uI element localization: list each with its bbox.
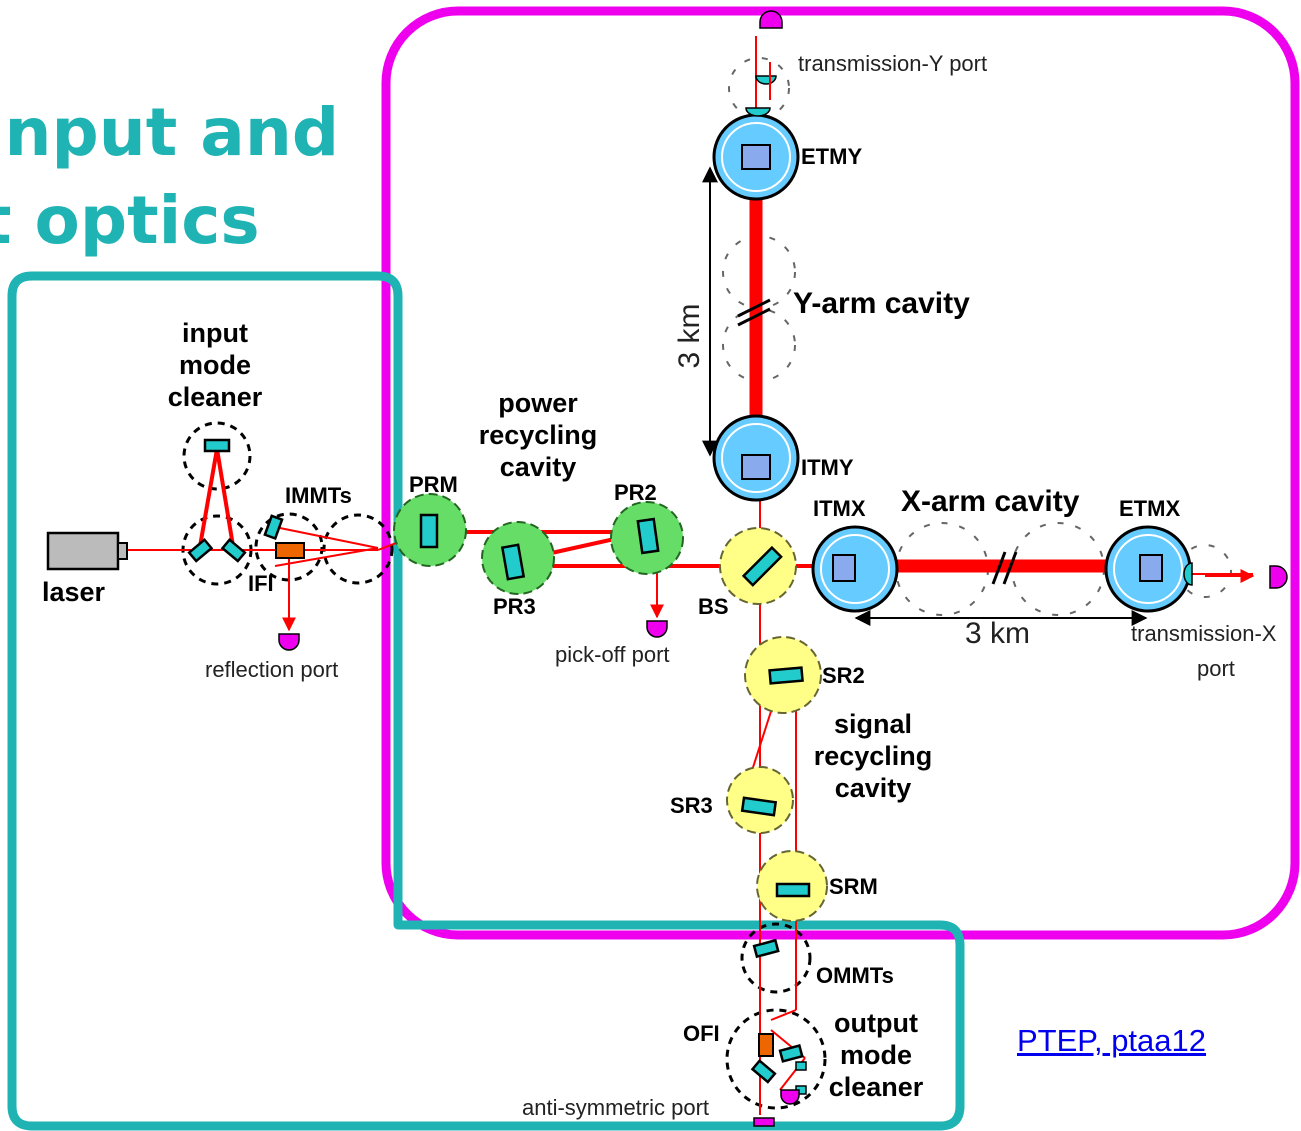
itmy-mirror xyxy=(741,454,771,480)
transmission-y-lens-2 xyxy=(745,107,771,117)
ifi-label: IFI xyxy=(248,571,274,596)
y-arm-distance-label: 3 km xyxy=(673,303,706,368)
output-mode-cleaner-label-2: mode xyxy=(840,1040,912,1070)
sr3-label: SR3 xyxy=(670,793,713,818)
signal-recycling-label-3: cavity xyxy=(835,773,912,803)
etmx-label: ETMX xyxy=(1119,496,1180,521)
sr2-mirror xyxy=(768,666,804,685)
reflection-port-detector xyxy=(278,633,300,651)
pr2-label: PR2 xyxy=(614,480,657,505)
ommt-mirror xyxy=(752,938,780,959)
sr3-mirror xyxy=(740,796,778,817)
omc-mirror-3 xyxy=(795,1061,807,1071)
srm-label: SRM xyxy=(829,874,878,899)
pick-off-port-detector xyxy=(646,620,668,638)
sr2-label: SR2 xyxy=(822,663,865,688)
pick-off-port-label: pick-off port xyxy=(555,642,670,667)
reference-link[interactable]: PTEP, ptaa12 xyxy=(1017,1023,1207,1058)
transmission-x-detector xyxy=(1269,565,1288,589)
prm-mirror xyxy=(419,513,439,549)
ifi-isolator xyxy=(275,542,305,559)
transmission-x-port-label-2: port xyxy=(1197,656,1235,681)
transmission-x-port-label-1: transmission-X xyxy=(1131,621,1277,646)
ommts-label: OMMTs xyxy=(816,963,894,988)
interferometer-frame xyxy=(381,6,1300,940)
reflection-port-label: reflection port xyxy=(205,657,338,682)
input-mode-cleaner-label-2: mode xyxy=(179,350,251,380)
signal-recycling-optics xyxy=(719,527,828,922)
etmx-mirror xyxy=(1139,554,1163,582)
input-output-optics-frame xyxy=(7,271,965,1131)
anti-symmetric-port-detector xyxy=(753,1117,775,1127)
transmission-y-detector xyxy=(759,10,783,29)
laser-body xyxy=(46,531,120,571)
slide-title-line-2: t optics xyxy=(0,182,260,259)
anti-symmetric-port-label: anti-symmetric port xyxy=(522,1095,709,1120)
imc-top-mirror xyxy=(203,438,231,453)
omc-mirror-2 xyxy=(750,1058,777,1084)
thin-beams xyxy=(122,36,1255,1115)
y-arm-cavity-label: Y-arm cavity xyxy=(793,287,970,320)
pr2-mirror xyxy=(636,517,660,555)
omc-detector xyxy=(780,1089,800,1105)
srm-mirror xyxy=(775,882,811,898)
pr3-mirror xyxy=(500,543,526,581)
ofi-isolator xyxy=(758,1033,774,1057)
ofi-label: OFI xyxy=(683,1021,720,1046)
immt-mirror xyxy=(263,514,284,541)
laser-label: laser xyxy=(42,577,106,607)
slide-title-line-1: Input and xyxy=(0,94,340,171)
output-mode-cleaner-label-3: cleaner xyxy=(829,1072,924,1102)
arm-break-marks xyxy=(737,298,1018,585)
power-recycling-label-1: power xyxy=(498,388,578,418)
input-mode-cleaner-label-1: input xyxy=(182,318,248,348)
pr3-label: PR3 xyxy=(493,594,536,619)
imc-left-mirror xyxy=(187,537,214,563)
omc-mirror-1 xyxy=(778,1044,804,1063)
input-mode-cleaner-label-3: cleaner xyxy=(168,382,263,412)
itmx-mirror xyxy=(832,554,856,582)
etmy-mirror xyxy=(741,144,771,170)
signal-recycling-label-1: signal xyxy=(834,709,912,739)
transmission-y-port-label: transmission-Y port xyxy=(798,51,987,76)
test-masses xyxy=(712,113,1192,613)
immts-label: IMMTs xyxy=(285,483,352,508)
output-mode-cleaner-label-1: output xyxy=(834,1008,918,1038)
itmy-label: ITMY xyxy=(801,455,854,480)
power-recycling-label-2: recycling xyxy=(479,420,598,450)
imc-right-mirror xyxy=(220,537,247,563)
x-arm-cavity-label: X-arm cavity xyxy=(901,485,1080,518)
transmission-x-lens xyxy=(1183,562,1193,586)
etmy-label: ETMY xyxy=(801,144,862,169)
bs-mirror xyxy=(741,545,783,587)
transmission-y-lens-1 xyxy=(755,75,777,85)
bs-label: BS xyxy=(698,594,729,619)
signal-recycling-label-2: recycling xyxy=(814,741,933,771)
x-arm-distance-label: 3 km xyxy=(965,617,1030,650)
itmx-label: ITMX xyxy=(813,496,866,521)
power-recycling-label-3: cavity xyxy=(500,452,577,482)
prm-label: PRM xyxy=(409,472,458,497)
laser-head xyxy=(117,542,128,560)
